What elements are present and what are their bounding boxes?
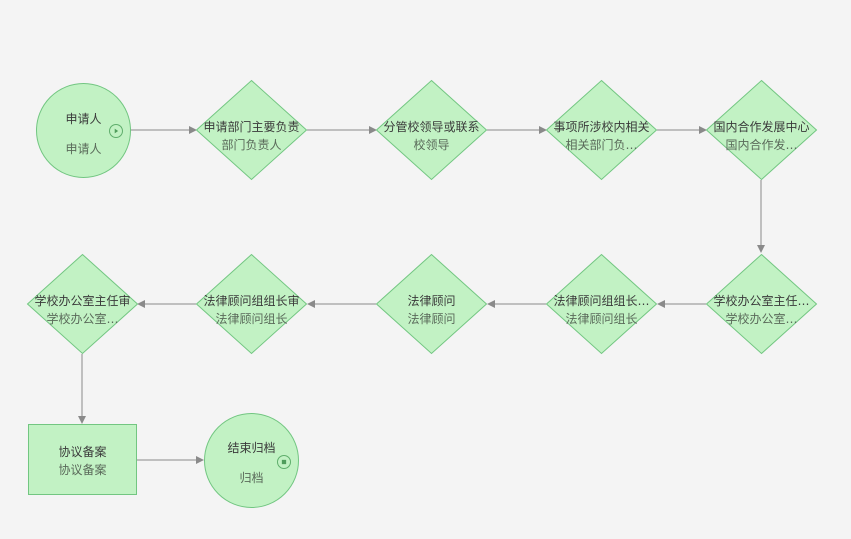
legal-advisor-title: 法律顾问 xyxy=(407,294,456,308)
related-dept-title: 事项所涉校内相关 xyxy=(553,120,650,134)
office-dir-2-subtitle: 学校办公室… xyxy=(46,312,119,326)
legal-lead-1-node[interactable]: 法律顾问组组长… 法律顾问组长 xyxy=(545,253,658,355)
archive-subtitle: 协议备案 xyxy=(58,463,107,477)
end-node[interactable]: 结束归档 归档 xyxy=(204,413,299,508)
end-node-subtitle: 归档 xyxy=(239,471,264,485)
legal-advisor-node[interactable]: 法律顾问 法律顾问 xyxy=(375,253,488,355)
end-node-title: 结束归档 xyxy=(227,441,276,455)
legal-lead-2-subtitle: 法律顾问组长 xyxy=(215,312,288,326)
intl-center-title: 国内合作发展中心 xyxy=(713,120,810,134)
office-dir-2-title: 学校办公室主任审 xyxy=(34,294,131,308)
intl-center-subtitle: 国内合作发… xyxy=(725,138,798,152)
leader-subtitle: 校领导 xyxy=(413,138,450,152)
office-dir-2-node[interactable]: 学校办公室主任审 学校办公室… xyxy=(26,253,139,355)
related-dept-subtitle: 相关部门负… xyxy=(565,138,638,152)
leader-node[interactable]: 分管校领导或联系 校领导 xyxy=(375,79,488,181)
office-dir-1-node[interactable]: 学校办公室主任… 学校办公室… xyxy=(705,253,818,355)
dept-head-subtitle: 部门负责人 xyxy=(221,138,282,152)
legal-advisor-subtitle: 法律顾问 xyxy=(407,312,456,326)
office-dir-1-subtitle: 学校办公室… xyxy=(725,312,798,326)
play-icon xyxy=(109,124,123,138)
intl-center-node[interactable]: 国内合作发展中心 国内合作发… xyxy=(705,79,818,181)
legal-lead-2-title: 法律顾问组组长审 xyxy=(203,294,300,308)
dept-head-title: 申请部门主要负责 xyxy=(203,120,300,134)
archive-node[interactable]: 协议备案 协议备案 xyxy=(28,424,137,495)
start-node-subtitle: 申请人 xyxy=(65,142,102,156)
legal-lead-2-node[interactable]: 法律顾问组组长审 法律顾问组长 xyxy=(195,253,308,355)
leader-title: 分管校领导或联系 xyxy=(383,120,480,134)
office-dir-1-title: 学校办公室主任… xyxy=(713,294,810,308)
legal-lead-1-title: 法律顾问组组长… xyxy=(553,294,650,308)
start-node-title: 申请人 xyxy=(65,112,102,126)
legal-lead-1-subtitle: 法律顾问组长 xyxy=(565,312,638,326)
dept-head-node[interactable]: 申请部门主要负责 部门负责人 xyxy=(195,79,308,181)
start-node[interactable]: 申请人 申请人 xyxy=(36,83,131,178)
related-dept-node[interactable]: 事项所涉校内相关 相关部门负… xyxy=(545,79,658,181)
archive-title: 协议备案 xyxy=(58,445,107,459)
stop-icon xyxy=(277,455,291,469)
